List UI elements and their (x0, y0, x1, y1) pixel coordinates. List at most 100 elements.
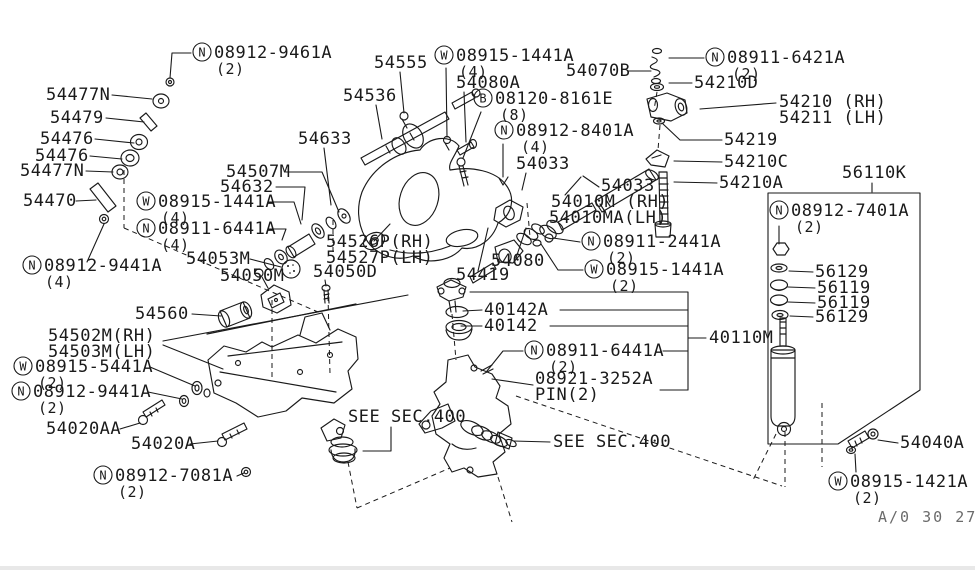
part-label-l54080: 54080 (491, 251, 544, 271)
label-text: 08915-1421A (850, 472, 968, 492)
label-text: 08911-6421A (727, 48, 845, 68)
label-text: 54555 (374, 53, 428, 73)
label-quantity: (2) (610, 277, 639, 295)
label-text: 54633 (298, 129, 352, 149)
label-text: 54033 (516, 154, 570, 174)
label-quantity: (8) (500, 106, 529, 124)
label-text: 54503M(LH) (48, 342, 155, 362)
leader-line-lseesec2 (512, 440, 551, 443)
leader-line-l08921-3252a (491, 378, 534, 386)
label-text: 56119 (817, 278, 871, 298)
label-quantity: (4) (45, 273, 74, 291)
leader-line-l54536 (375, 104, 383, 140)
leader-line-l54502m (162, 294, 409, 342)
circled-letter-text: N (17, 385, 24, 399)
circled-letter-icon (581, 231, 601, 251)
label-text: 40142A (484, 300, 548, 320)
circled-letter-text: N (711, 51, 718, 65)
leader-line-n08911-6441a-4 (267, 228, 287, 241)
upper-ball-joint-drawing (436, 277, 473, 341)
leader-line-l54210a (673, 181, 718, 184)
part-label-lpin2: PIN(2) (535, 385, 599, 405)
part-label-l54010m: 54010M (RH) (551, 192, 669, 212)
leader-line-l54632 (275, 186, 306, 221)
torsion-bar-bracket-drawing (260, 284, 292, 314)
leader-line-w08915-5441a (149, 366, 196, 387)
construction-lines (123, 91, 823, 523)
label-text: 54033 (601, 176, 655, 196)
part-label-l54033-2: 54033 (601, 176, 655, 196)
label-quantity: (4) (161, 236, 190, 254)
label-quantity: (4) (459, 63, 488, 81)
label-text: 08915-1441A (456, 46, 574, 66)
label-text: 54526P(RH) (326, 232, 433, 252)
label-quantity: (4) (521, 138, 550, 156)
leader-line-l54526p (373, 223, 391, 242)
part-label-l54526p: 54526P(RH) (326, 232, 433, 252)
circled-letter-icon (828, 471, 848, 491)
label-quantity: (2) (118, 483, 147, 501)
leader-line-l40142a (462, 309, 483, 312)
crossmember-drawing (206, 303, 359, 418)
circled-letter-icon (13, 356, 33, 376)
circled-letter-icon (192, 42, 212, 62)
label-text: 54010MA(LH) (549, 208, 667, 228)
leader-line-l54010m (564, 176, 582, 196)
stabilizer-connecting-rod-drawing (89, 77, 175, 225)
knuckle-group-bracket (469, 291, 689, 391)
label-text: 08911-6441A (546, 341, 664, 361)
part-label-l54503m: 54503M(LH) (48, 342, 155, 362)
label-quantity: (2) (607, 249, 636, 267)
leader-line-l54080 (515, 227, 527, 259)
label-text: 08912-9441A (33, 382, 151, 402)
leader-line-l54050d (324, 279, 327, 287)
part-label-l54010ma: 54010MA(LH) (549, 208, 667, 228)
label-text: 54020AA (46, 419, 121, 439)
leader-line-n08912-7081a (236, 472, 245, 477)
part-label-l56110k: 56110K (842, 163, 906, 183)
label-text: 40110M (709, 328, 773, 348)
part-label-l54210a: 54210A (719, 173, 783, 193)
circled-letter-text: N (28, 259, 35, 273)
leader-line-l54219 (661, 122, 723, 141)
part-label-l54477n-2: 54477N (20, 161, 84, 181)
label-text: 54210 (RH) (779, 92, 886, 112)
label-text: 54020A (131, 434, 195, 454)
label-text: 08912-7401A (791, 201, 909, 221)
part-label-l54219: 54219 (724, 130, 778, 150)
label-text: 54479 (50, 108, 104, 128)
label-quantity: (2) (732, 65, 761, 83)
label-text: 54040A (900, 433, 964, 453)
leader-line-n08912-9441a-2 (147, 391, 183, 400)
circled-letter-text: N (99, 469, 106, 483)
part-label-l54210c: 54210C (724, 152, 788, 172)
part-label-l54053m: 54053M (186, 249, 250, 269)
label-text: 54632 (220, 177, 274, 197)
part-label-l54632: 54632 (220, 177, 274, 197)
part-label-n08911-6421a: N 08911-6421A(2) (705, 47, 845, 83)
label-text: SEE SEC.400 (553, 432, 671, 452)
label-text: 54219 (724, 130, 778, 150)
label-text: 54210A (719, 173, 783, 193)
lower-mount-hardware-drawing (137, 284, 331, 478)
label-text: 08915-1441A (158, 192, 276, 212)
label-text: 54502M(RH) (48, 326, 155, 346)
leader-line-n08912-9461a (169, 52, 192, 79)
leader-line-l54080a (463, 91, 467, 143)
label-text: 54477N (46, 85, 110, 105)
part-label-l40142: 40142 (484, 316, 537, 336)
label-text: 54010M (RH) (551, 192, 669, 212)
circled-letter-text: N (587, 235, 594, 249)
circled-letter-icon (473, 88, 493, 108)
leader-line-l54033-2 (582, 175, 600, 188)
part-label-l40142a: 40142A (484, 300, 548, 320)
leader-line-n08911-6441a-2 (486, 350, 524, 372)
label-text: 54050D (313, 262, 377, 282)
part-label-l40110m: 40110M (709, 328, 773, 348)
part-label-lseesec2: SEE SEC.400 (553, 432, 671, 452)
circled-letter-text: N (142, 222, 149, 236)
label-text: SEE SEC.400 (348, 407, 466, 427)
